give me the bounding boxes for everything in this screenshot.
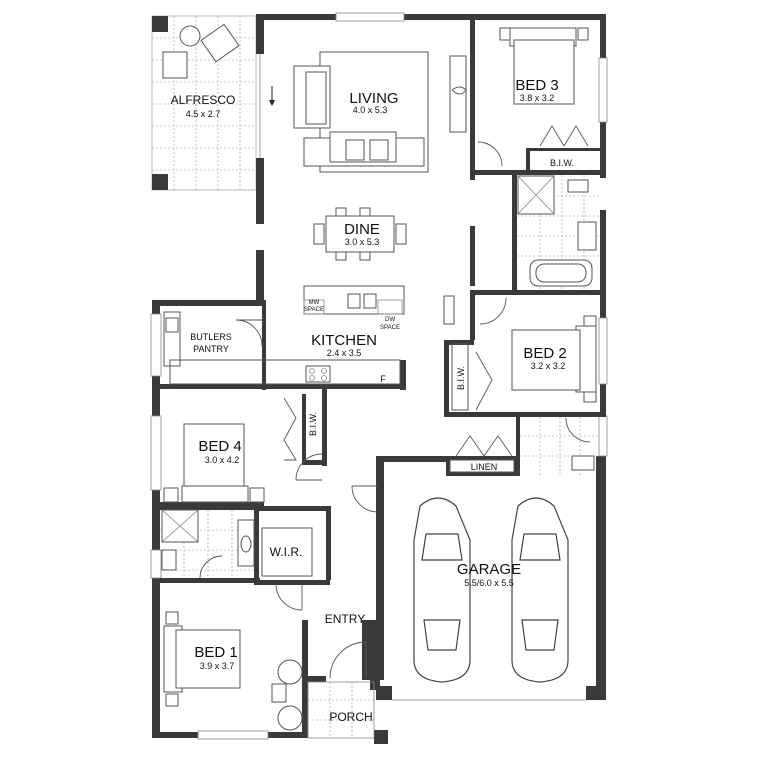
bed3-furniture [477,27,589,167]
entry-porch [307,485,379,739]
living-size: 4.0 x 5.3 [353,105,388,115]
bed1-size: 3.9 x 3.7 [200,661,235,671]
dw-space-line2: SPACE [380,325,400,331]
butlers-pantry-line2: PANTRY [193,344,229,354]
dining-table [313,207,407,261]
bed1-furniture [163,611,303,731]
bed2-label: BED 2 [523,345,566,362]
alfresco-label: ALFRESCO [171,93,236,107]
kitchen-size: 2.4 x 3.5 [327,348,362,358]
garage-label: GARAGE [457,561,521,578]
interior-walls [160,20,606,680]
kitchen-fixtures [163,285,405,385]
bed3-label: BED 3 [515,77,558,94]
bed2-size: 3.2 x 3.2 [531,361,566,371]
linen-label: LINEN [471,462,498,472]
dine-label: DINE [344,221,380,238]
garage-cars [413,497,569,683]
room-labels: ALFRESCO 4.5 x 2.7 LIVING 4.0 x 5.3 BED … [171,77,574,724]
walls [150,12,608,744]
entry-label: ENTRY [325,612,365,626]
dine-size: 3.0 x 5.3 [345,237,380,247]
dw-space-line1: DW [385,317,395,323]
mw-space-line2: SPACE [304,307,324,313]
garage-size: 5.5/6.0 x 5.5 [464,578,514,588]
bed4-biw-label: B.I.W. [308,412,318,436]
bed3-biw-label: B.I.W. [550,158,574,168]
bathroom [517,175,600,290]
alfresco-area [151,15,257,191]
alfresco-size: 4.5 x 2.7 [186,109,221,119]
wir-label: W.I.R. [270,545,303,559]
bed1-label: BED 1 [194,644,237,661]
ensuite [160,509,255,579]
bed4-size: 3.0 x 4.2 [205,455,240,465]
bed2-furniture [443,295,597,411]
porch-label: PORCH [329,710,372,724]
bed3-size: 3.8 x 3.2 [520,93,555,103]
kitchen-label: KITCHEN [311,332,377,349]
bed2-biw-label: B.I.W. [456,366,466,390]
butlers-pantry-line1: BUTLERS [190,332,232,342]
fridge-label: F [380,374,386,384]
mw-space-line1: MW [309,300,320,306]
walk-in-robe [261,527,313,611]
living-label: LIVING [349,90,398,107]
bed4-furniture [163,397,323,503]
living-furniture [259,51,467,173]
bed4-label: BED 4 [198,438,241,455]
powder-room [455,417,600,476]
